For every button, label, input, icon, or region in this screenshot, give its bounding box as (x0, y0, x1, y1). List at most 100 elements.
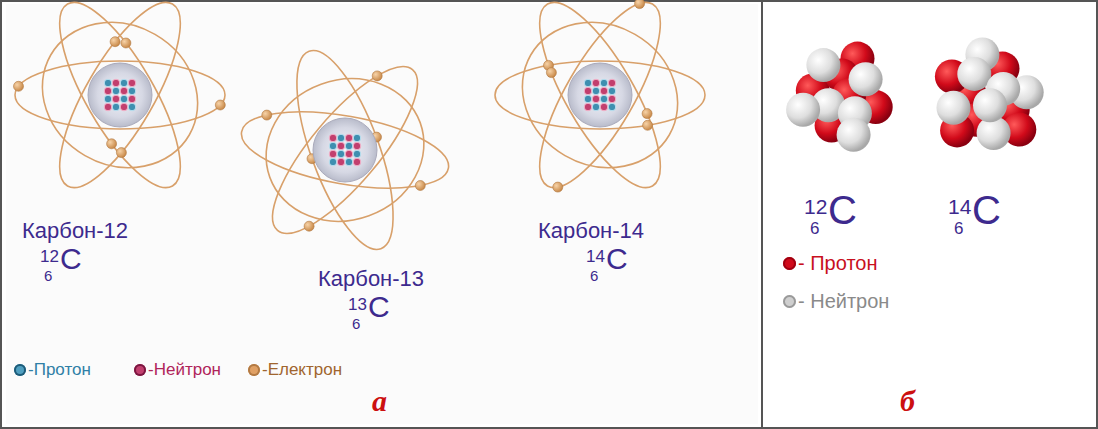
panel-ground (6, 4, 758, 424)
neutron (937, 91, 971, 125)
isotope-symbol: 14 (948, 196, 971, 217)
isotope-name: Карбон-13 (318, 268, 424, 290)
legend-item: - Протон (783, 252, 878, 275)
neutron (584, 103, 592, 111)
neutron (128, 95, 136, 103)
orbit (38, 0, 202, 203)
proton (584, 95, 592, 103)
proton (345, 142, 353, 150)
electron (546, 68, 556, 78)
legend-item: -Електрон (248, 360, 342, 380)
neutron (112, 79, 120, 87)
divider (761, 1, 763, 428)
proton (345, 158, 353, 166)
neutron (345, 134, 353, 142)
neutron (353, 158, 361, 166)
isotope-symbol: C (368, 292, 390, 322)
panel-letter: а (372, 386, 387, 416)
electron (262, 110, 272, 120)
proton (337, 150, 345, 158)
neutron (973, 88, 1007, 122)
proton (128, 87, 136, 95)
neutron (337, 142, 345, 150)
nucleus (88, 63, 152, 127)
nucleus (313, 118, 377, 182)
neutron (104, 87, 112, 95)
orbit (518, 0, 682, 203)
neutron (120, 103, 128, 111)
neutron (337, 158, 345, 166)
proton (337, 134, 345, 142)
isotope-symbol: 6 (590, 268, 598, 283)
legend-text: - Протон (798, 252, 878, 275)
isotope-symbol: 12 (804, 196, 827, 217)
isotope-symbol: 6 (810, 220, 819, 237)
legend-text: -Протон (28, 360, 91, 380)
atom (14, 0, 226, 203)
neutron (329, 150, 337, 158)
orbit (15, 61, 225, 129)
neutron (608, 79, 616, 87)
proton (584, 79, 592, 87)
orbit (246, 57, 444, 243)
neutron (806, 48, 840, 82)
legend-swatch (14, 364, 26, 376)
isotope-symbol: C (972, 190, 1001, 230)
neutron (128, 79, 136, 87)
orbit (496, 0, 705, 196)
nuclei (786, 37, 1044, 151)
legend-swatch (783, 257, 796, 270)
panel-letter: б (900, 386, 915, 416)
legend-item: - Нейтрон (783, 290, 889, 313)
legend-text: -Електрон (262, 360, 342, 380)
neutron (592, 95, 600, 103)
orbit (16, 0, 225, 196)
legend-swatch (248, 364, 260, 376)
proton (112, 103, 120, 111)
isotope-symbol: C (60, 244, 82, 274)
proton (128, 103, 136, 111)
neutron (957, 57, 991, 91)
neutron (608, 95, 616, 103)
orbit (277, 40, 413, 261)
electron (642, 109, 652, 119)
isotope-symbol: 13 (348, 296, 367, 313)
neutron (345, 150, 353, 158)
legend-text: -Нейтрон (148, 360, 221, 380)
electron (121, 38, 131, 48)
legend-text: - Нейтрон (798, 290, 889, 313)
isotope-symbol: 12 (40, 248, 59, 265)
legend-swatch (783, 295, 796, 308)
proton (608, 103, 616, 111)
atoms (14, 0, 706, 260)
electron (116, 148, 126, 158)
legend-item: -Протон (14, 360, 91, 380)
neutron (849, 62, 883, 96)
isotope-symbol: 6 (44, 268, 52, 283)
orbit (236, 98, 455, 201)
nucleus (568, 63, 632, 127)
nucleus-cluster (935, 37, 1044, 150)
neutron (584, 87, 592, 95)
orbit (518, 0, 682, 203)
isotope-symbol: C (828, 190, 857, 230)
legend-swatch (134, 364, 146, 376)
electron (635, 0, 645, 9)
proton (600, 79, 608, 87)
neutron (104, 103, 112, 111)
neutron (600, 87, 608, 95)
isotope-symbol: 6 (352, 316, 360, 331)
neutron (353, 142, 361, 150)
orbit (38, 0, 202, 203)
proton (104, 95, 112, 103)
legend-item: -Нейтрон (134, 360, 221, 380)
electron (215, 100, 225, 110)
electron (553, 182, 563, 192)
nucleus-cluster (786, 42, 893, 152)
isotope-symbol: C (606, 244, 628, 274)
proton (353, 134, 361, 142)
proton (592, 103, 600, 111)
neutron (329, 134, 337, 142)
